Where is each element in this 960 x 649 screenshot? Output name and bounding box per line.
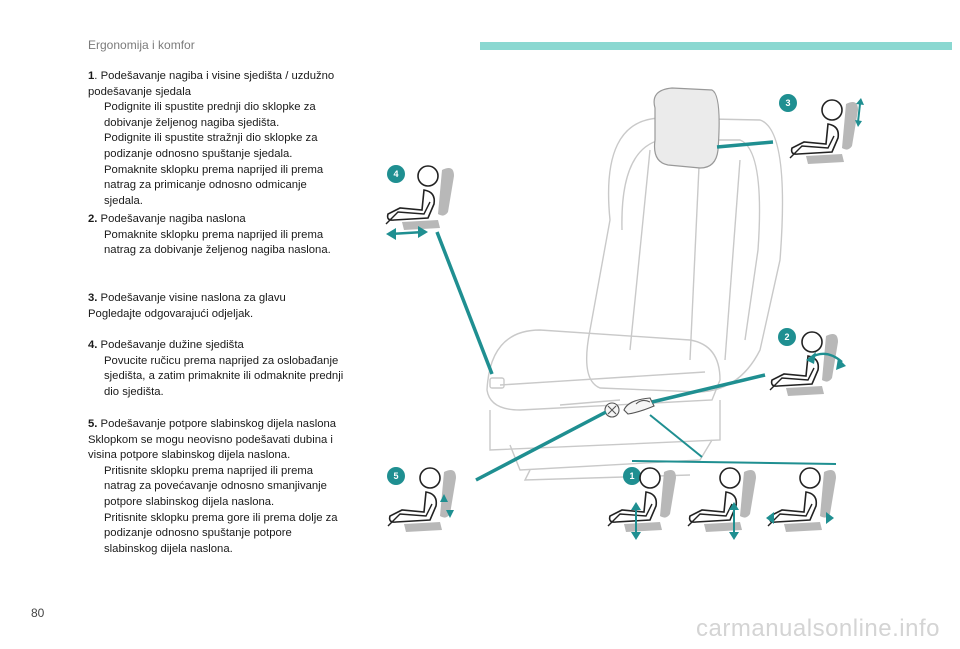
bullet-text: Pritisnite sklopku prema naprijed ili pr…: [104, 464, 327, 508]
section-number: 4.: [88, 339, 98, 351]
section-line: Sklopkom se mogu neovisno podešavati dub…: [88, 433, 333, 462]
badge-2: 2: [778, 328, 796, 346]
section-number: 1: [88, 70, 95, 82]
badge-3: 3: [779, 94, 797, 112]
badge-5: 5: [387, 467, 405, 485]
seat-height-pictogram: [687, 467, 757, 540]
section-title: Podešavanje dužine sjedišta: [97, 339, 244, 351]
section-number: 3.: [88, 292, 98, 304]
badge-5-label: 5: [393, 471, 398, 481]
section-title: Podešavanje potpore slabinskog dijela na…: [97, 418, 337, 430]
section-number: 2.: [88, 213, 98, 225]
watermark: carmanualsonline.info: [696, 615, 940, 642]
section-1: 1. Podešavanje nagiba i visine sjedišta …: [88, 69, 348, 209]
section-5: 5. Podešavanje potpore slabinskog dijela…: [88, 417, 348, 557]
seat-drawing: [486, 117, 784, 481]
badge-2-label: 2: [784, 332, 789, 342]
bullet-text: Podignite ili spustite prednji dio sklop…: [104, 101, 316, 129]
section-2: 2. Podešavanje nagiba naslona Pomaknite …: [88, 212, 348, 259]
badge-4: 4: [387, 165, 405, 183]
bullet-text: Pomaknite sklopku prema naprijed ili pre…: [104, 163, 324, 207]
section-3: 3. Podešavanje visine naslona za glavu P…: [88, 291, 348, 322]
badge-4-label: 4: [393, 169, 398, 179]
seat-tilt-pictogram: [607, 467, 677, 540]
section-title: Podešavanje visine naslona za glavu: [97, 292, 286, 304]
headrest: [653, 87, 720, 169]
seat-fore-aft-pictogram: [766, 467, 837, 533]
section-line: Pogledajte odgovarajući odjeljak.: [88, 307, 254, 320]
seat-length-pictogram: [385, 165, 455, 240]
section-header: Ergonomija i komfor: [88, 38, 195, 52]
bullet-text: Podignite ili spustite stražnji dio sklo…: [104, 132, 318, 160]
headrest-height-pictogram: [789, 98, 864, 165]
section-title: Podešavanje nagiba naslona: [97, 213, 246, 225]
badge-1-label: 1: [629, 471, 634, 481]
bullet-text: Pritisnite sklopku prema gore ili prema …: [104, 511, 338, 555]
backrest-angle-pictogram: [769, 331, 846, 397]
section-4: 4. Podešavanje dužine sjedišta Povucite …: [88, 338, 348, 400]
leader-lines: [435, 140, 774, 482]
badge-3-label: 3: [785, 98, 790, 108]
lumbar-support-pictogram: [387, 467, 457, 533]
header-bar: [480, 42, 952, 50]
bullet-text: Pomaknite sklopku prema naprijed ili pre…: [104, 228, 331, 257]
section-title: . Podešavanje nagiba i visine sjedišta /…: [88, 70, 335, 98]
section-number: 5.: [88, 418, 98, 430]
leader-lines-thin: [631, 414, 837, 465]
badge-1: 1: [623, 467, 641, 485]
bullet-text: Povucite ručicu prema naprijed za osloba…: [104, 354, 344, 398]
page-number: 80: [31, 606, 45, 620]
seat-switches: [604, 397, 655, 418]
